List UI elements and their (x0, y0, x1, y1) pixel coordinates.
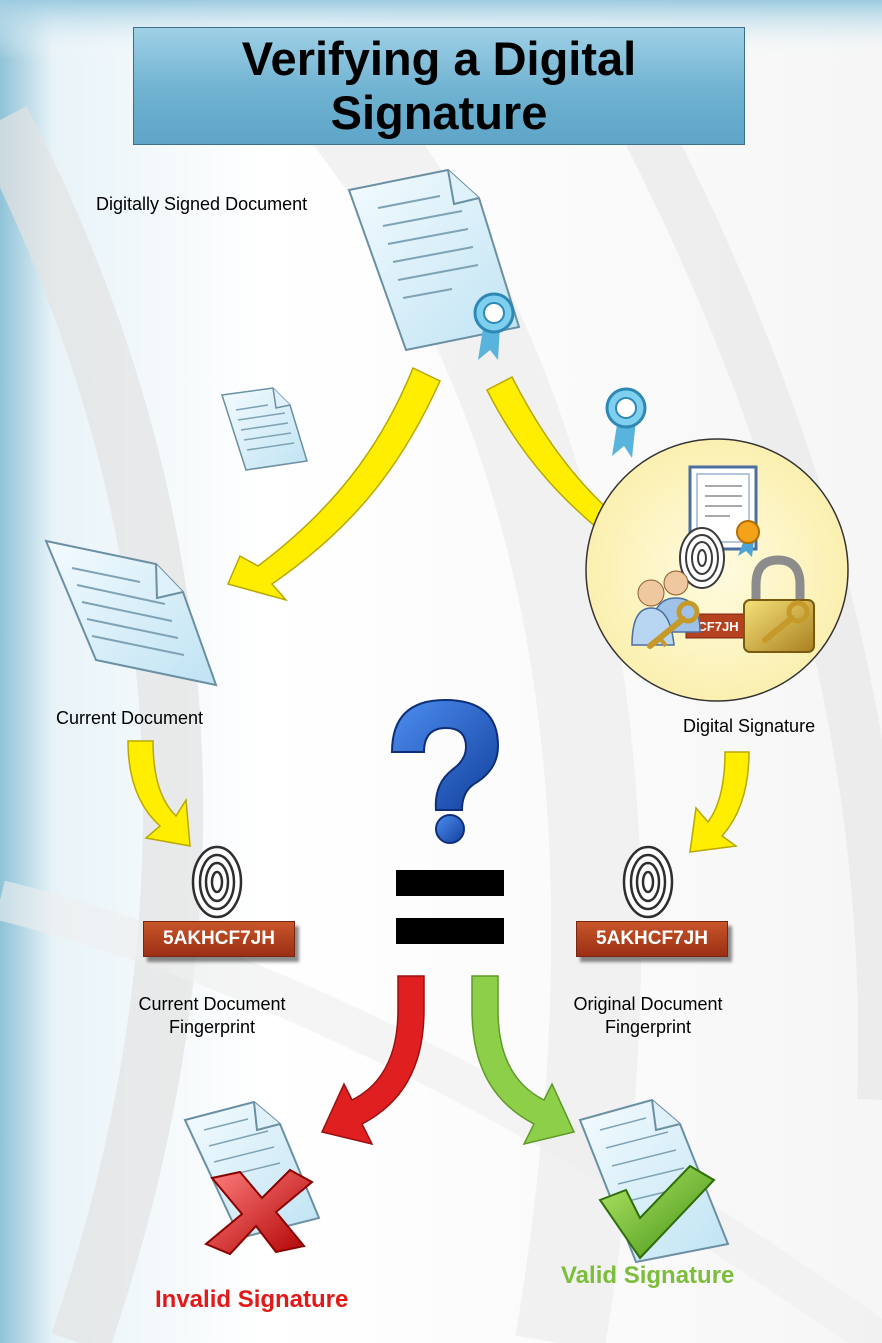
arrow-to-original-fingerprint (689, 751, 750, 853)
arrow-to-current-document (226, 366, 441, 602)
current-document-label: Current Document (56, 708, 204, 728)
current-fingerprint-label-line2: Fingerprint (168, 1017, 256, 1037)
original-fingerprint-icon (622, 845, 674, 919)
title-line-2: Signature (330, 86, 548, 139)
current-fingerprint-icon (191, 845, 243, 919)
equals-icon (396, 870, 504, 944)
signed-document-label: Digitally Signed Document (96, 194, 308, 214)
current-fingerprint-label-line1: Current Document (138, 994, 286, 1014)
x-mark-icon (204, 1168, 314, 1256)
arrow-to-invalid (320, 975, 425, 1146)
small-ribbon-seal-icon (605, 387, 647, 458)
small-document-icon (221, 387, 308, 471)
arrow-to-valid (471, 975, 576, 1146)
original-fingerprint-label-line1: Original Document (573, 994, 723, 1014)
original-fingerprint-code: 5AKHCF7JH (576, 921, 728, 957)
question-mark-icon (390, 698, 500, 844)
current-document-icon (44, 539, 218, 687)
digital-signature-label: Digital Signature (683, 716, 816, 736)
key-icon (647, 600, 700, 649)
current-fingerprint-code: 5AKHCF7JH (143, 921, 295, 957)
valid-signature-label: Valid Signature (561, 1262, 735, 1289)
diagram-title: Verifying a Digital Signature (133, 27, 745, 145)
current-fingerprint-label: Current Document Fingerprint (112, 993, 312, 1039)
original-fingerprint-label-line2: Fingerprint (604, 1017, 692, 1037)
original-fingerprint-label: Original Document Fingerprint (548, 993, 748, 1039)
padlock-icon (743, 555, 815, 653)
signature-code-text: CF7JH (697, 619, 738, 634)
fingerprint-icon (679, 527, 725, 589)
arrow-to-current-fingerprint (127, 740, 191, 847)
invalid-signature-label: Invalid Signature (155, 1286, 349, 1313)
check-mark-icon (598, 1164, 716, 1260)
ribbon-seal-icon (473, 292, 515, 360)
title-line-1: Verifying a Digital (241, 32, 637, 85)
